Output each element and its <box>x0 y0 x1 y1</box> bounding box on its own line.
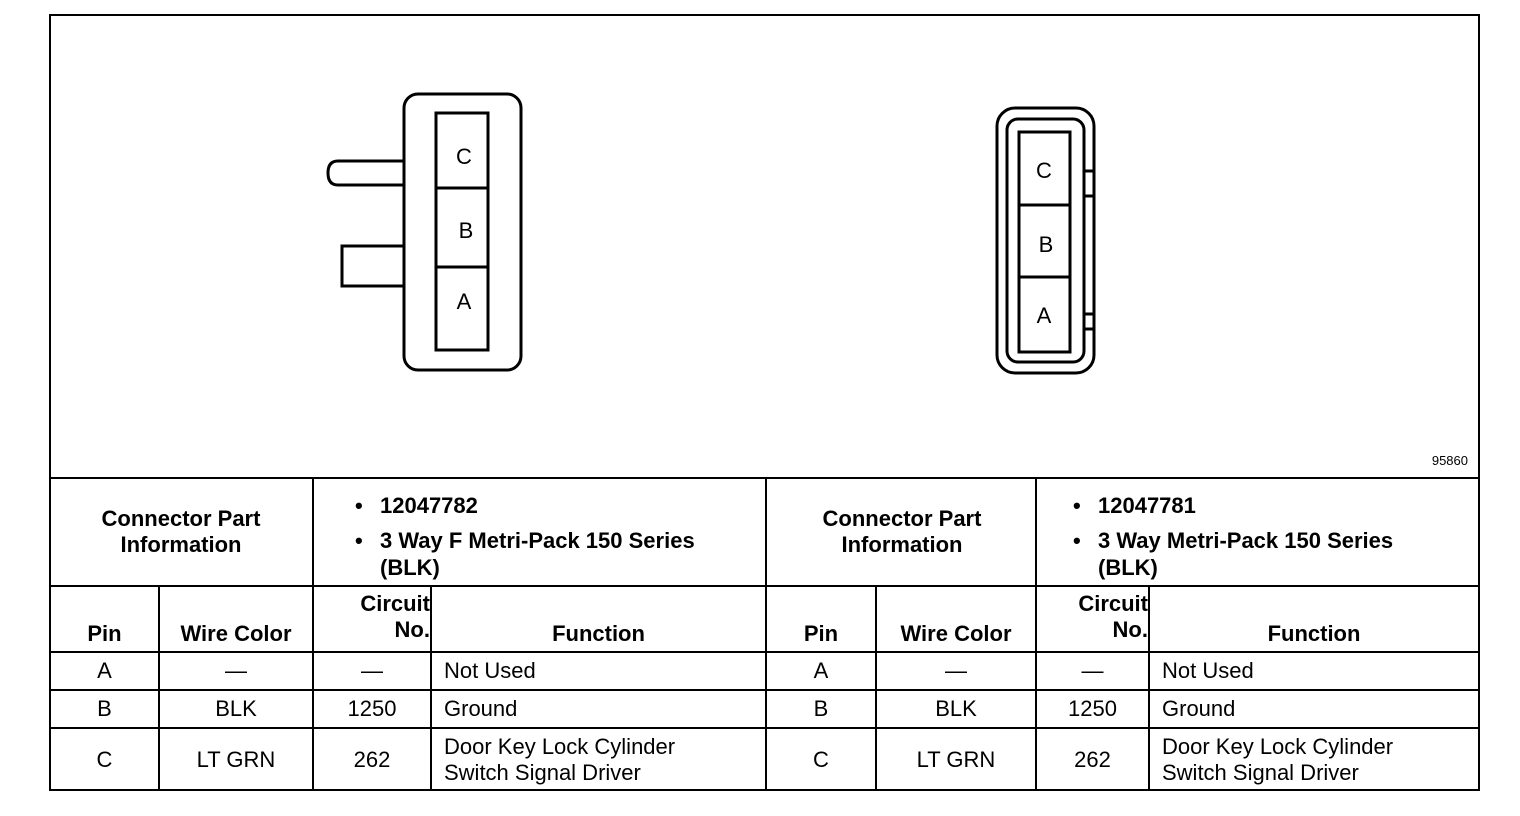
rule-v-info-right <box>1035 479 1037 791</box>
rule-v-pin-left <box>158 587 160 791</box>
row-b-bottom-rule <box>51 727 1478 729</box>
row-c-circuit-right: 262 <box>1074 747 1111 772</box>
row-b-circuit-left: 1250 <box>347 696 397 721</box>
rule-v-circuit-left <box>430 587 432 791</box>
connector-right-drawing <box>995 106 1096 375</box>
part-info-label-right: Connector Part Information <box>822 506 982 557</box>
connector-left-pin-b: B <box>459 218 474 243</box>
header-circuit-line1-right: Circuit <box>1078 591 1148 616</box>
row-b-pin-left: B <box>97 696 112 721</box>
figure-number: 95860 <box>1431 453 1468 468</box>
connector-right-pin-c: C <box>1036 158 1052 183</box>
row-a-circuit-right: — <box>1081 658 1104 683</box>
connector-right-pin-a: A <box>1037 303 1052 328</box>
connector-left-pin-c: C <box>456 144 472 169</box>
row-b-function-right: Ground <box>1162 696 1236 721</box>
header-wire-color-right: Wire Color <box>900 621 1012 646</box>
connector-illustration-area: C B A C B A 95860 <box>51 16 1478 478</box>
part-info-bottom-rule <box>51 585 1478 587</box>
rule-v-info-left <box>312 479 314 791</box>
row-b-circuit-right: 1250 <box>1068 696 1117 721</box>
row-a-function-left: Not Used <box>444 658 536 683</box>
row-c-function-left: Door Key Lock Cylinder Switch Signal Dri… <box>444 734 676 785</box>
row-b-wire-right: BLK <box>935 696 977 721</box>
header-circuit-line1-left: Circuit <box>360 591 430 616</box>
row-a-function-right: Not Used <box>1162 658 1254 683</box>
rule-v-circuit-right <box>1148 587 1150 791</box>
header-circuit-left: Circuit No. <box>314 587 430 651</box>
row-a-wire-right: — <box>945 658 967 683</box>
diagram-frame: C B A C B A 95860 <box>49 14 1480 791</box>
header-pin-left: Pin <box>87 621 122 646</box>
connector-left-pin-a: A <box>457 289 472 314</box>
part-info-bullets-right: •12047781 •3 Way Metri-Pack 150 Series (… <box>1073 492 1453 581</box>
part-number-right: 12047781 <box>1098 493 1196 518</box>
row-c-wire-left: LT GRN <box>196 747 276 772</box>
row-b-function-left: Ground <box>444 696 518 721</box>
header-circuit-line2-right: No. <box>1112 617 1148 642</box>
connector-left-drawing <box>326 92 523 372</box>
rule-v-center <box>765 479 767 791</box>
row-a-pin-left: A <box>97 658 112 683</box>
header-function-right: Function <box>1267 621 1361 646</box>
row-c-circuit-left: 262 <box>353 747 391 772</box>
row-c-pin-right: C <box>813 747 829 772</box>
row-b-pin-right: B <box>813 696 829 721</box>
part-number-left: 12047782 <box>380 493 478 518</box>
row-c-function-right: Door Key Lock Cylinder Switch Signal Dri… <box>1162 734 1394 785</box>
header-pin-right: Pin <box>803 621 839 646</box>
row-a-pin-right: A <box>813 658 829 683</box>
part-description-right: 3 Way Metri-Pack 150 Series (BLK) <box>1098 528 1394 580</box>
row-a-bottom-rule <box>51 689 1478 691</box>
connector-drawings: C B A C B A <box>326 92 1096 375</box>
part-info-bullets-left: •12047782 •3 Way F Metri-Pack 150 Series… <box>355 492 735 581</box>
rule-v-pin-right <box>875 587 877 791</box>
part-description-left: 3 Way F Metri-Pack 150 Series (BLK) <box>380 528 695 580</box>
header-circuit-right: Circuit No. <box>1037 587 1148 651</box>
table-top-rule <box>51 477 1478 479</box>
row-a-circuit-left: — <box>361 658 383 683</box>
row-c-wire-right: LT GRN <box>916 747 996 772</box>
header-function-left: Function <box>552 621 645 646</box>
header-bottom-rule <box>51 651 1478 653</box>
connector-right-pin-b: B <box>1039 232 1054 257</box>
row-c-pin-left: C <box>96 747 113 772</box>
part-info-label-left: Connector Part Information <box>101 506 261 557</box>
row-a-wire-left: — <box>225 658 247 683</box>
header-circuit-line2-left: No. <box>394 617 430 642</box>
row-b-wire-left: BLK <box>215 696 257 721</box>
header-wire-color-left: Wire Color <box>180 621 292 646</box>
